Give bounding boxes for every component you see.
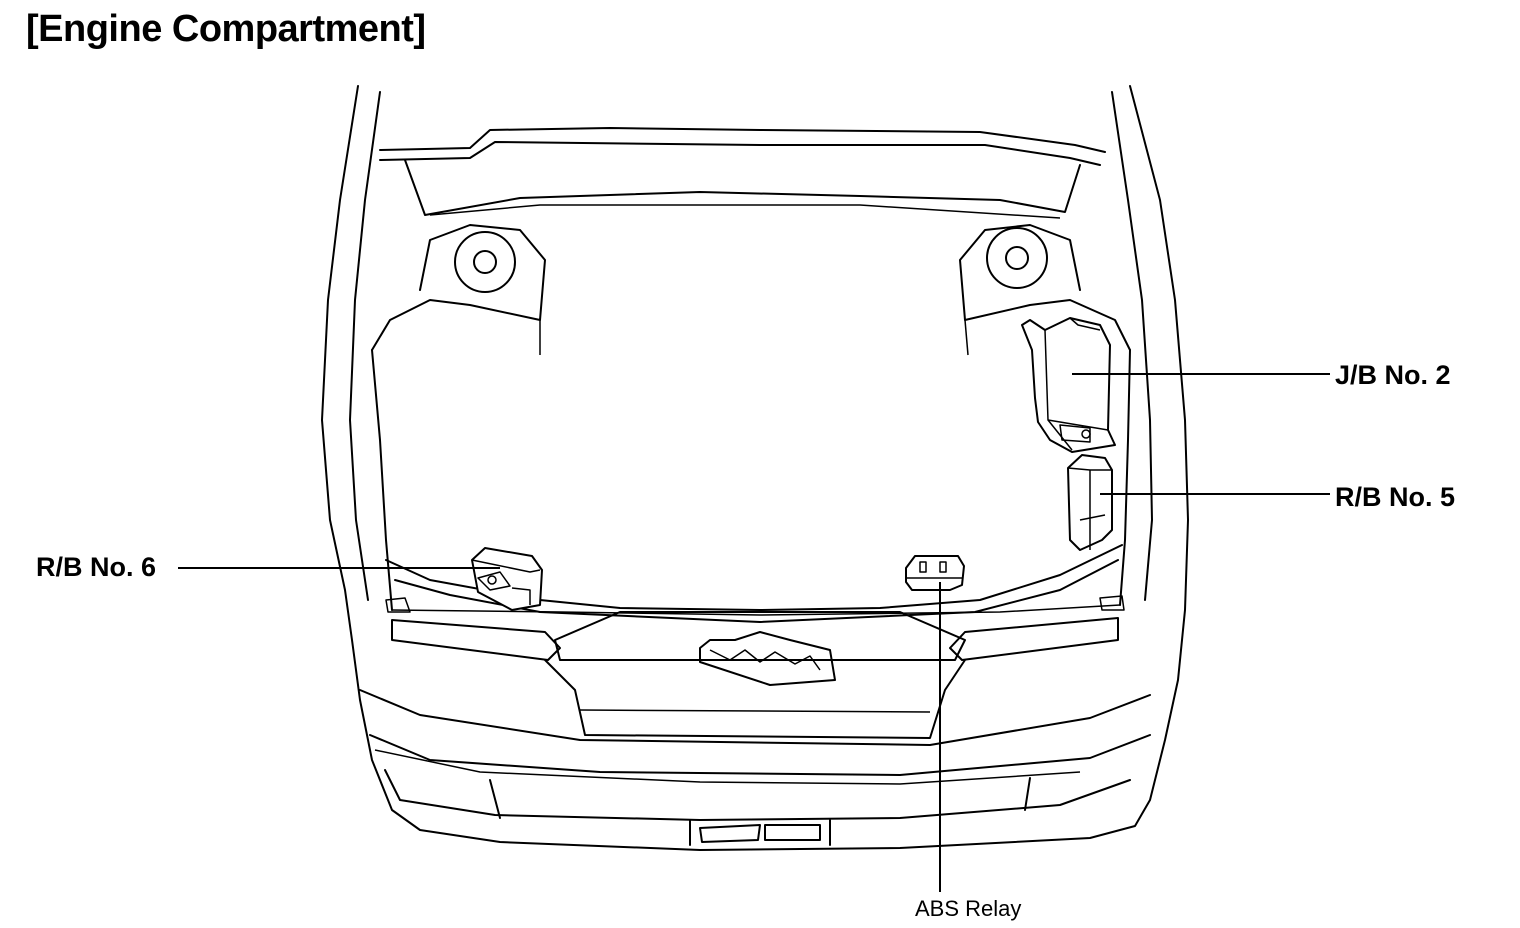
- relay-block-no5: [1067, 454, 1113, 551]
- abs-relay: [905, 555, 965, 591]
- page-title: [Engine Compartment]: [26, 8, 426, 50]
- leader-lines: [178, 373, 1330, 892]
- strut-tower-left: [454, 231, 516, 293]
- callout-abs-relay: ABS Relay: [915, 896, 1022, 921]
- relay-block-no6: [471, 547, 543, 611]
- vehicle-body-outline: [321, 85, 1189, 851]
- strut-tower-right: [986, 227, 1048, 289]
- callout-rb-no6: R/B No. 6: [36, 552, 157, 582]
- callout-jb-no2: J/B No. 2: [1335, 360, 1451, 390]
- junction-block-no2: [1021, 317, 1116, 453]
- callout-rb-no5: R/B No. 5: [1335, 482, 1456, 512]
